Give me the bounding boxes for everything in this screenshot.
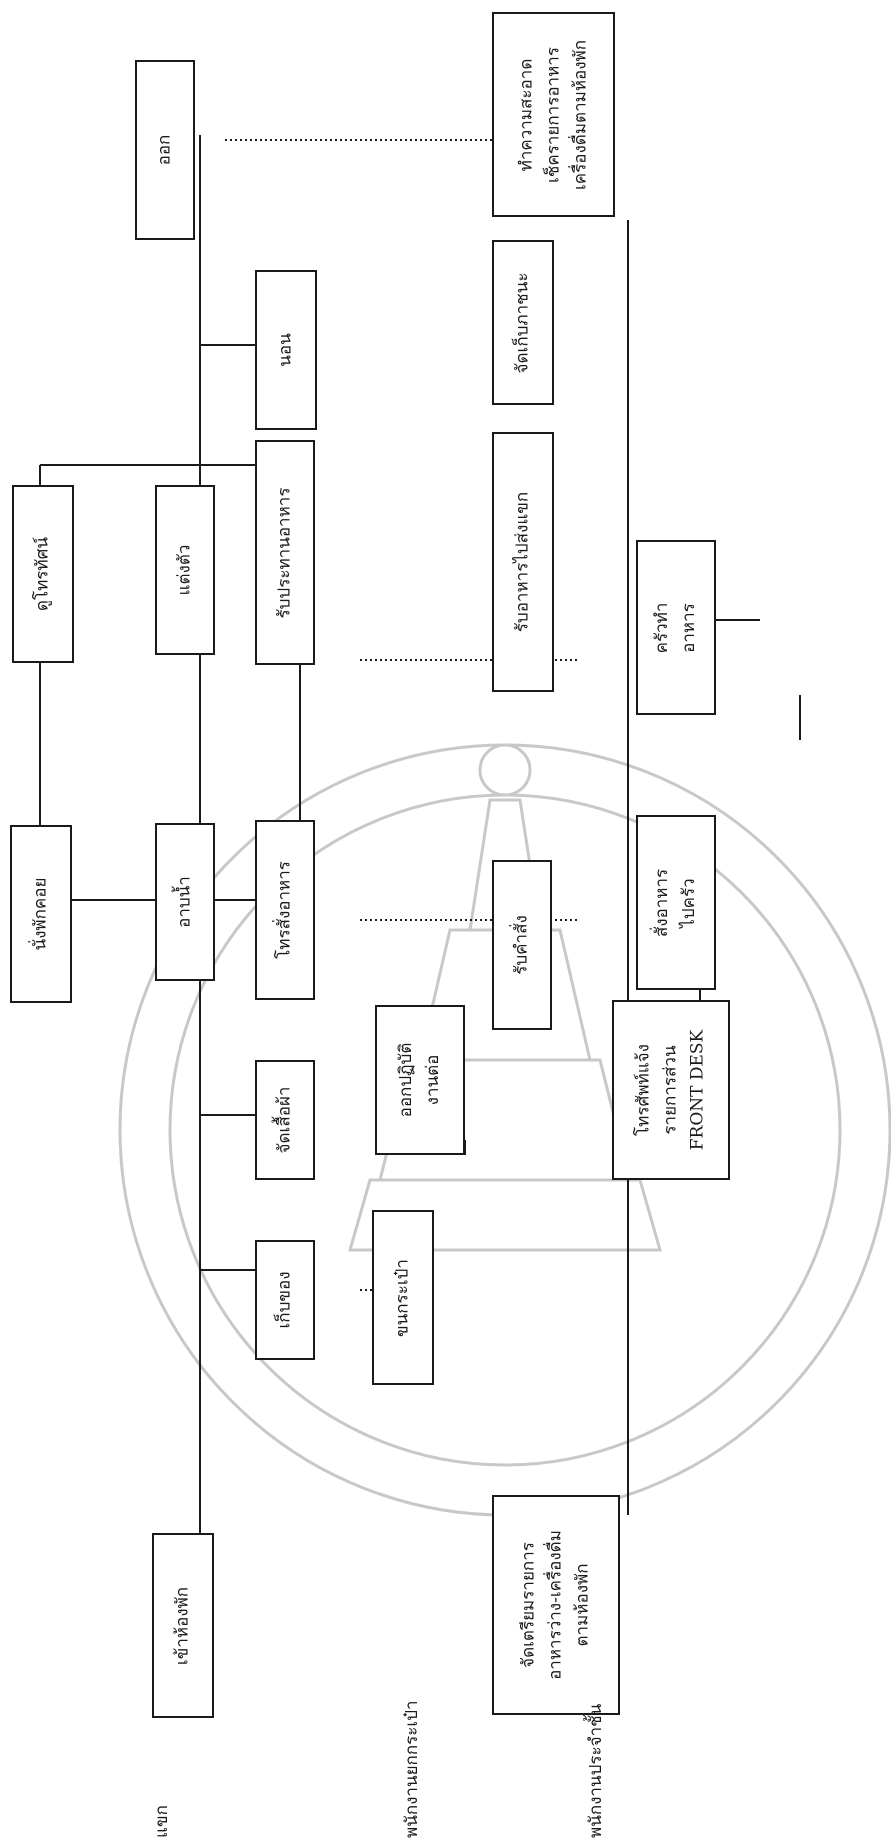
- prepare-menu-line-2: อาหารว่าง-เครื่องดื่ม: [545, 1530, 566, 1680]
- dress-box: แต่งตัว: [155, 485, 215, 655]
- relax-label: นั่งพักคอย: [30, 877, 51, 951]
- prepare-menu-line-3: ตามห้องพัก: [572, 1563, 593, 1647]
- check-out-box: ออก: [135, 60, 195, 240]
- prepare-menu-line-1: จัดเตรียมรายการ: [518, 1542, 539, 1668]
- deliver-food-box: รับอาหารไปส่งแขก: [492, 432, 554, 692]
- phone-front-desk-label: โทรศัพท์แจ้ง รายการส่วน FRONT DESK: [631, 1030, 712, 1151]
- deliver-food-label: รับอาหารไปส่งแขก: [512, 491, 533, 633]
- sleep-box: นอน: [255, 270, 317, 430]
- carry-luggage-box: ขนกระเป๋า: [372, 1210, 434, 1385]
- phone-front-desk-line-1: โทรศัพท์แจ้ง: [633, 1044, 654, 1136]
- store-items-box: เก็บของ: [255, 1240, 315, 1360]
- clean-room-label: ทำความสะอาด เช็ครายการอาหาร เครื่องดื่มต…: [513, 39, 594, 189]
- next-job-line-2: งานต่อ: [423, 1054, 443, 1106]
- shower-box: อาบน้ำ: [155, 823, 215, 981]
- carry-luggage-label: ขนกระเป๋า: [392, 1258, 413, 1337]
- clean-room-line-3: เครื่องดื่มตามห้องพัก: [570, 39, 590, 190]
- eat-label: รับประทานอาหาร: [274, 487, 295, 618]
- check-in-label: เข้าห้องพัก: [172, 1586, 193, 1665]
- sleep-label: นอน: [275, 333, 296, 367]
- lane-label-floor-staff: พนักงานประจำชั้น: [586, 1703, 606, 1838]
- next-job-label: ออกปฏิบัติ งานต่อ: [393, 1043, 447, 1118]
- check-out-label: ออก: [154, 134, 175, 166]
- order-kitchen-box: สั่งอาหาร ไปครัว: [636, 815, 716, 990]
- order-kitchen-label: สั่งอาหาร ไปครัว: [649, 868, 703, 936]
- phone-front-desk-line-2: รายการส่วน: [660, 1045, 681, 1135]
- order-kitchen-line-1: สั่งอาหาร: [652, 868, 672, 937]
- kitchen-cook-line-1: ครัวทำ: [652, 602, 672, 653]
- kitchen-cook-line-2: อาหาร: [679, 602, 699, 653]
- watch-tv-label: ดูโทรทัศน์: [32, 536, 53, 612]
- order-food-label: โทรสั่งอาหาร: [274, 861, 295, 959]
- phone-front-desk-box: โทรศัพท์แจ้ง รายการส่วน FRONT DESK: [612, 1000, 730, 1180]
- kitchen-cook-box: ครัวทำ อาหาร: [636, 540, 716, 715]
- order-food-box: โทรสั่งอาหาร: [255, 820, 315, 1000]
- store-items-label: เก็บของ: [274, 1271, 295, 1329]
- eat-box: รับประทานอาหาร: [255, 440, 315, 665]
- collect-dishes-label: จัดเก็บภาชนะ: [512, 272, 533, 373]
- next-job-line-1: ออกปฏิบัติ: [396, 1042, 416, 1118]
- kitchen-cook-label: ครัวทำ อาหาร: [649, 602, 703, 653]
- clean-room-box: ทำความสะอาด เช็ครายการอาหาร เครื่องดื่มต…: [492, 12, 615, 217]
- prepare-menu-label: จัดเตรียมรายการ อาหารว่าง-เครื่องดื่ม ตา…: [516, 1530, 597, 1680]
- lane-label-bellboy: พนักงานยกกระเป๋า: [402, 1700, 422, 1838]
- lane-label-guest: แขก: [152, 1805, 172, 1838]
- watch-tv-box: ดูโทรทัศน์: [12, 485, 74, 663]
- prepare-menu-box: จัดเตรียมรายการ อาหารว่าง-เครื่องดื่ม ตา…: [492, 1495, 620, 1715]
- next-job-box: ออกปฏิบัติ งานต่อ: [375, 1005, 465, 1155]
- check-in-box: เข้าห้องพัก: [152, 1533, 214, 1718]
- hang-clothes-label: จัดเสื้อผ้า: [274, 1086, 295, 1154]
- take-order-box: รับคำสั่ง: [492, 860, 552, 1030]
- clean-room-line-2: เช็ครายการอาหาร: [543, 46, 563, 183]
- collect-dishes-box: จัดเก็บภาชนะ: [492, 240, 554, 405]
- shower-label: อาบน้ำ: [174, 876, 195, 928]
- order-kitchen-line-2: ไปครัว: [679, 877, 699, 928]
- take-order-label: รับคำสั่ง: [511, 915, 532, 975]
- phone-front-desk-line-3: FRONT DESK: [687, 1029, 708, 1151]
- hang-clothes-box: จัดเสื้อผ้า: [255, 1060, 315, 1180]
- dress-label: แต่งตัว: [174, 544, 195, 596]
- relax-box: นั่งพักคอย: [10, 825, 72, 1003]
- clean-room-line-1: ทำความสะอาด: [516, 58, 536, 171]
